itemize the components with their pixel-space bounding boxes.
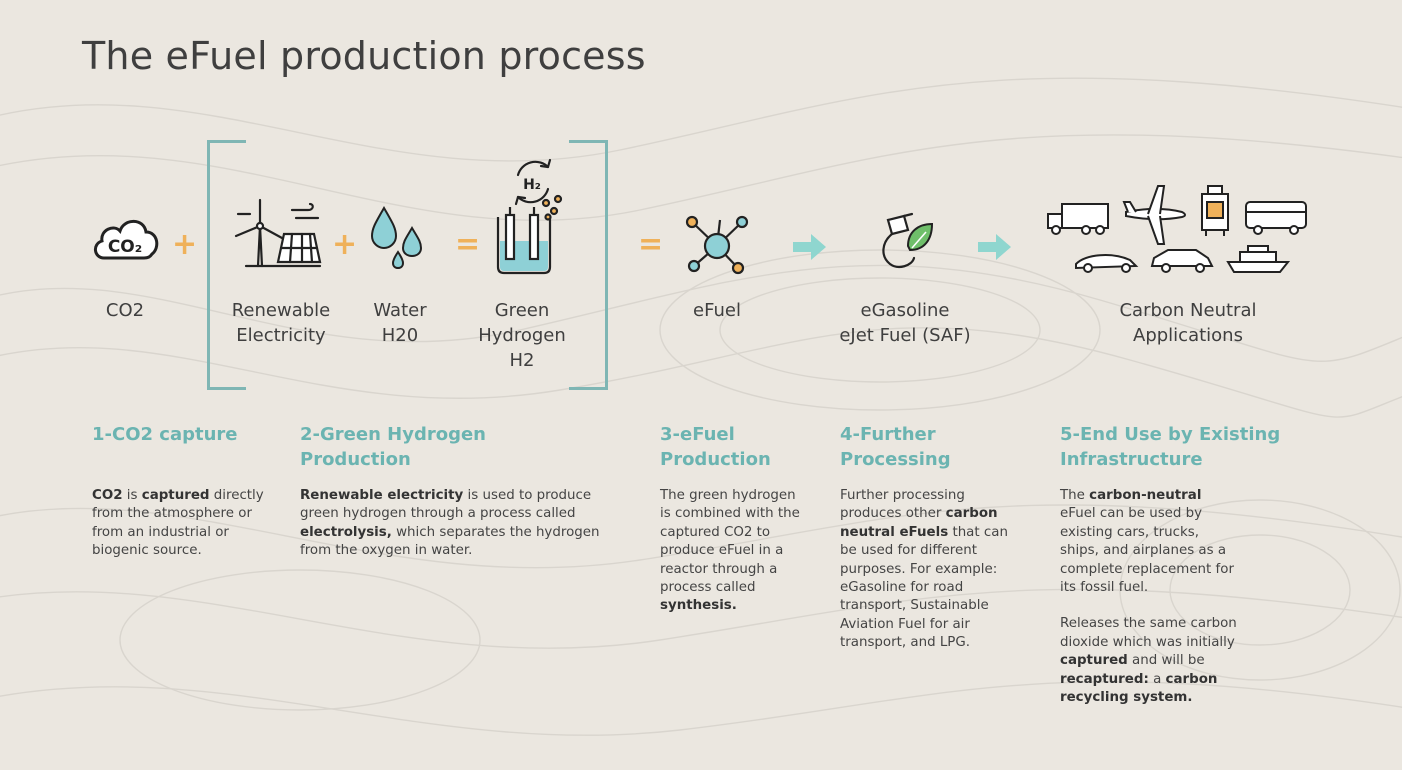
svg-text:H₂: H₂ [523,177,541,193]
step-1-heading: 1-CO2 capture [92,424,238,445]
step-5-text: The carbon-neutral eFuel can be used by … [1060,487,1238,707]
step-2-text: Renewable electricity is used to produce… [300,488,600,559]
green-hydrogen-label: Green Hydrogen H2 [478,300,566,371]
left-bracket [207,140,246,390]
arrow-right-icon [978,234,1011,260]
step-4-heading: 4-Further Processing [840,424,951,470]
plus-sign: + [332,227,358,262]
vehicles-icon [1047,185,1307,273]
step-3-heading: 3-eFuel Production [660,424,771,470]
step-2-heading: 2-Green Hydrogen Production [300,424,486,470]
step-3-text: The green hydrogen is combined with the … [660,488,800,614]
renewable-electricity-label: Renewable Electricity [231,300,331,346]
page-title: The eFuel production process [82,34,646,78]
efuel-label: eFuel [693,300,741,321]
egasoline-label: eGasoline eJet Fuel (SAF) [839,300,971,346]
equals-sign: = [638,227,664,262]
water-drops-icon [370,206,423,270]
water-label: Water H20 [373,300,427,346]
step-4-text: Further processing produces other carbon… [840,488,1008,651]
electrolysis-tank-icon: H₂ [496,158,563,275]
molecule-icon [685,215,749,275]
step-5-paragraph-1: The carbon-neutral eFuel can be used by … [1060,488,1234,596]
arrow-right-icon [793,234,826,260]
co2-label: CO2 [105,300,145,321]
co2-cloud-icon: CO₂ [94,219,159,260]
plus-sign: + [172,227,198,262]
svg-text:CO₂: CO₂ [108,237,142,257]
right-bracket [569,140,608,390]
equals-sign: = [455,227,481,262]
step-5-heading: 5-End Use by Existing Infrastructure [1060,424,1281,470]
step-1-text: CO2 is captured directly from the atmosp… [92,488,264,559]
fuel-nozzle-leaf-icon [882,212,934,268]
step-5-paragraph-2: Releases the same carbon dioxide which w… [1060,616,1237,706]
wind-turbine-solar-icon [234,198,322,268]
carbon-neutral-label: Carbon Neutral Applications [1119,300,1257,346]
